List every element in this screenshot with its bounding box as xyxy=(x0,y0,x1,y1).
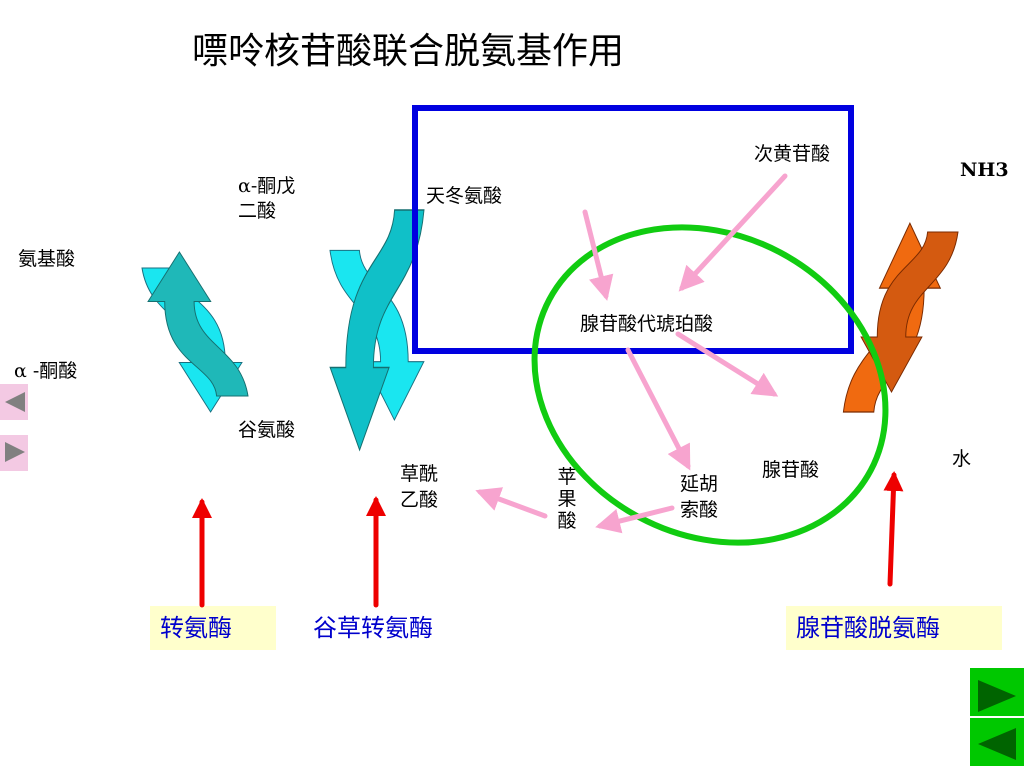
label-alpha-ketoglutarate-1: α-酮戊 xyxy=(238,175,296,197)
label-aspartate: 天冬氨酸 xyxy=(426,185,503,207)
prev-slide-button[interactable] xyxy=(0,384,28,420)
label-malate: 苹果酸 xyxy=(557,466,577,532)
label-fumarate-2: 索酸 xyxy=(680,499,719,521)
label-alpha-keto-acid: α -酮酸 xyxy=(14,360,78,382)
cyan-cross-arrows xyxy=(329,209,425,451)
label-glutamate: 谷氨酸 xyxy=(238,419,296,441)
label-amino-acid: 氨基酸 xyxy=(18,248,76,270)
slide-title: 嘌呤核苷酸联合脱氨基作用 xyxy=(192,31,625,72)
label-oxaloacetate-1: 草酰 xyxy=(400,463,439,485)
next-slide-button[interactable] xyxy=(0,435,28,471)
label-oxaloacetate-2: 乙酸 xyxy=(400,489,439,511)
label-amp: 腺苷酸 xyxy=(762,459,820,481)
enzyme-amp-deaminase: 腺苷酸脱氨酶 xyxy=(786,606,1002,650)
label-nh3: NH3 xyxy=(960,159,1009,181)
orange-cross-arrows xyxy=(842,222,959,413)
pink-reaction-arrows xyxy=(475,173,788,534)
green-prev-button[interactable] xyxy=(970,718,1024,766)
teal-cross-arrows xyxy=(141,251,249,413)
enzyme-got: 谷草转氨酶 xyxy=(313,614,433,642)
label-imp: 次黄苷酸 xyxy=(754,143,831,165)
green-next-button[interactable] xyxy=(970,668,1024,716)
label-adenylosuccinate: 腺苷酸代琥珀酸 xyxy=(580,313,714,335)
label-alpha-ketoglutarate-2: 二酸 xyxy=(238,200,277,222)
label-water: 水 xyxy=(952,448,972,470)
green-ellipse xyxy=(531,224,889,546)
red-enzyme-arrows xyxy=(192,471,904,608)
enzyme-transaminase: 转氨酶 xyxy=(150,606,276,650)
label-fumarate-1: 延胡 xyxy=(680,473,719,495)
